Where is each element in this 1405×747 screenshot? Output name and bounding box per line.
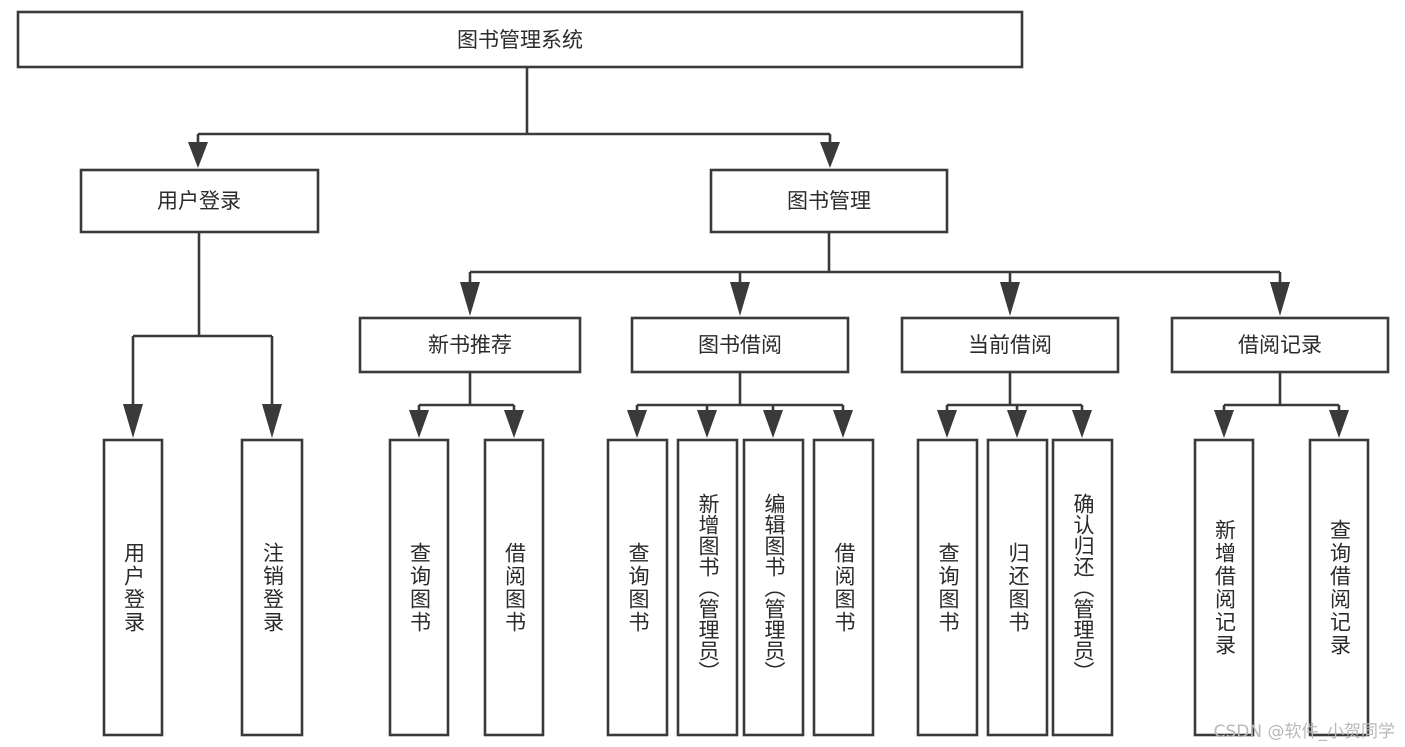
node-label-root: 图书管理系统 <box>457 28 583 52</box>
node-label-borrow-record: 借阅记录 <box>1238 333 1322 357</box>
node-box-leaf-query-book-1[interactable] <box>388 438 450 737</box>
node-box-leaf-query-book-2[interactable] <box>606 438 669 737</box>
node-label-book-manage: 图书管理 <box>787 189 871 213</box>
node-box-leaf-edit-book[interactable] <box>742 438 805 737</box>
arrow-leaf-query-record-icon <box>1329 410 1349 438</box>
arrow-leaf-user-login-icon <box>123 404 143 438</box>
arrow-user-login-icon <box>188 142 208 168</box>
node-box-book-manage[interactable] <box>709 168 949 234</box>
node-box-root[interactable] <box>16 10 1024 69</box>
arrow-leaf-edit-book-icon <box>763 410 783 438</box>
node-layer: 图书管理系统 用户登录 图书管理 新书推荐 图书借阅 当前借阅 借阅记录 <box>16 10 1390 737</box>
node-box-new-book-recommend[interactable] <box>358 316 582 374</box>
node-box-leaf-add-record[interactable] <box>1193 438 1255 737</box>
node-box-leaf-logout[interactable] <box>240 438 304 737</box>
node-box-borrow-record[interactable] <box>1170 316 1390 374</box>
arrow-current-borrow-icon <box>1000 282 1020 316</box>
arrow-leaf-query-book-3-icon <box>937 410 957 438</box>
node-box-leaf-query-record[interactable] <box>1308 438 1370 737</box>
arrow-leaf-borrow-book-1-icon <box>504 410 524 438</box>
arrow-leaf-add-book-icon <box>697 410 717 438</box>
watermark-text: CSDN @软件_小贺同学 <box>1213 722 1395 742</box>
arrow-leaf-logout-icon <box>262 404 282 438</box>
node-label-current-borrow: 当前借阅 <box>968 333 1052 357</box>
node-box-current-borrow[interactable] <box>900 316 1120 374</box>
arrow-leaf-query-book-1-icon <box>409 410 429 438</box>
arrow-new-book-recommend-icon <box>460 282 480 316</box>
node-label-new-book-recommend: 新书推荐 <box>428 333 512 357</box>
arrow-leaf-borrow-book-2-icon <box>833 410 853 438</box>
node-box-leaf-query-book-3[interactable] <box>916 438 979 737</box>
arrow-leaf-add-record-icon <box>1214 410 1234 438</box>
arrow-leaf-query-book-2-icon <box>627 410 647 438</box>
arrow-leaf-confirm-return-icon <box>1072 410 1092 438</box>
node-box-leaf-borrow-book-2[interactable] <box>812 438 875 737</box>
connector-layer <box>123 67 1349 438</box>
arrow-book-borrow-icon <box>730 282 750 316</box>
node-box-leaf-user-login[interactable] <box>102 438 164 737</box>
node-label-user-login: 用户登录 <box>157 189 241 213</box>
arrow-borrow-record-icon <box>1270 282 1290 316</box>
node-box-leaf-return-book[interactable] <box>986 438 1049 737</box>
arrow-book-manage-icon <box>820 142 840 168</box>
node-box-book-borrow[interactable] <box>630 316 850 374</box>
arrow-leaf-return-book-icon <box>1007 410 1027 438</box>
node-box-leaf-confirm-return[interactable] <box>1051 438 1114 737</box>
node-box-leaf-add-book[interactable] <box>676 438 739 737</box>
node-label-book-borrow: 图书借阅 <box>698 333 782 357</box>
node-box-leaf-borrow-book-1[interactable] <box>483 438 545 737</box>
node-box-user-login[interactable] <box>79 168 320 234</box>
